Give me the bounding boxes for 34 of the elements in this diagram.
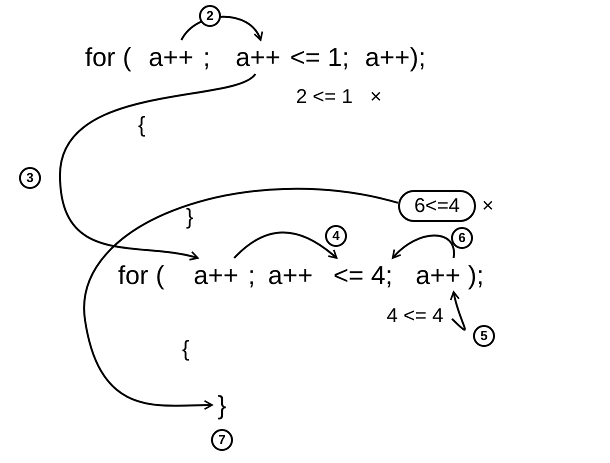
- code-text: <= 1;: [290, 41, 350, 74]
- code-token: }: [212, 390, 232, 420]
- code-token: a++: [190, 258, 242, 292]
- code-token: <= 4;: [330, 258, 396, 292]
- step-number: 6: [451, 227, 473, 249]
- step-number: 5: [473, 325, 495, 347]
- code-text: ;: [203, 41, 210, 74]
- code-text: a++);: [365, 41, 426, 74]
- curved-arrow: [84, 188, 398, 410]
- code-text: {: [138, 111, 146, 139]
- code-token: a++: [412, 258, 464, 292]
- code-text: }: [186, 203, 194, 231]
- code-text: ×: [370, 85, 382, 110]
- curved-arrow: [450, 291, 466, 330]
- circled-condition: 6<=4: [398, 190, 476, 222]
- code-text: );: [468, 259, 484, 292]
- code-text: a++: [268, 259, 313, 292]
- curved-arrow: [59, 73, 256, 262]
- curved-arrow: [180, 16, 262, 41]
- code-text: {: [182, 335, 190, 363]
- curved-arrow: [392, 234, 455, 259]
- code-token: a++: [232, 40, 284, 74]
- step-number: 7: [211, 429, 233, 451]
- code-text: for (: [118, 259, 164, 292]
- code-text: 2 <= 1: [296, 85, 353, 110]
- code-token: a++: [145, 40, 197, 74]
- code-text: ;: [248, 259, 256, 292]
- step-number: 4: [325, 225, 347, 247]
- curved-arrow: [234, 232, 338, 259]
- cross-mark-text: ×: [482, 194, 494, 219]
- code-token: 4 <= 4: [378, 302, 452, 330]
- step-number: 3: [19, 167, 41, 189]
- code-text: for (: [85, 41, 132, 74]
- step-number: 2: [199, 5, 221, 27]
